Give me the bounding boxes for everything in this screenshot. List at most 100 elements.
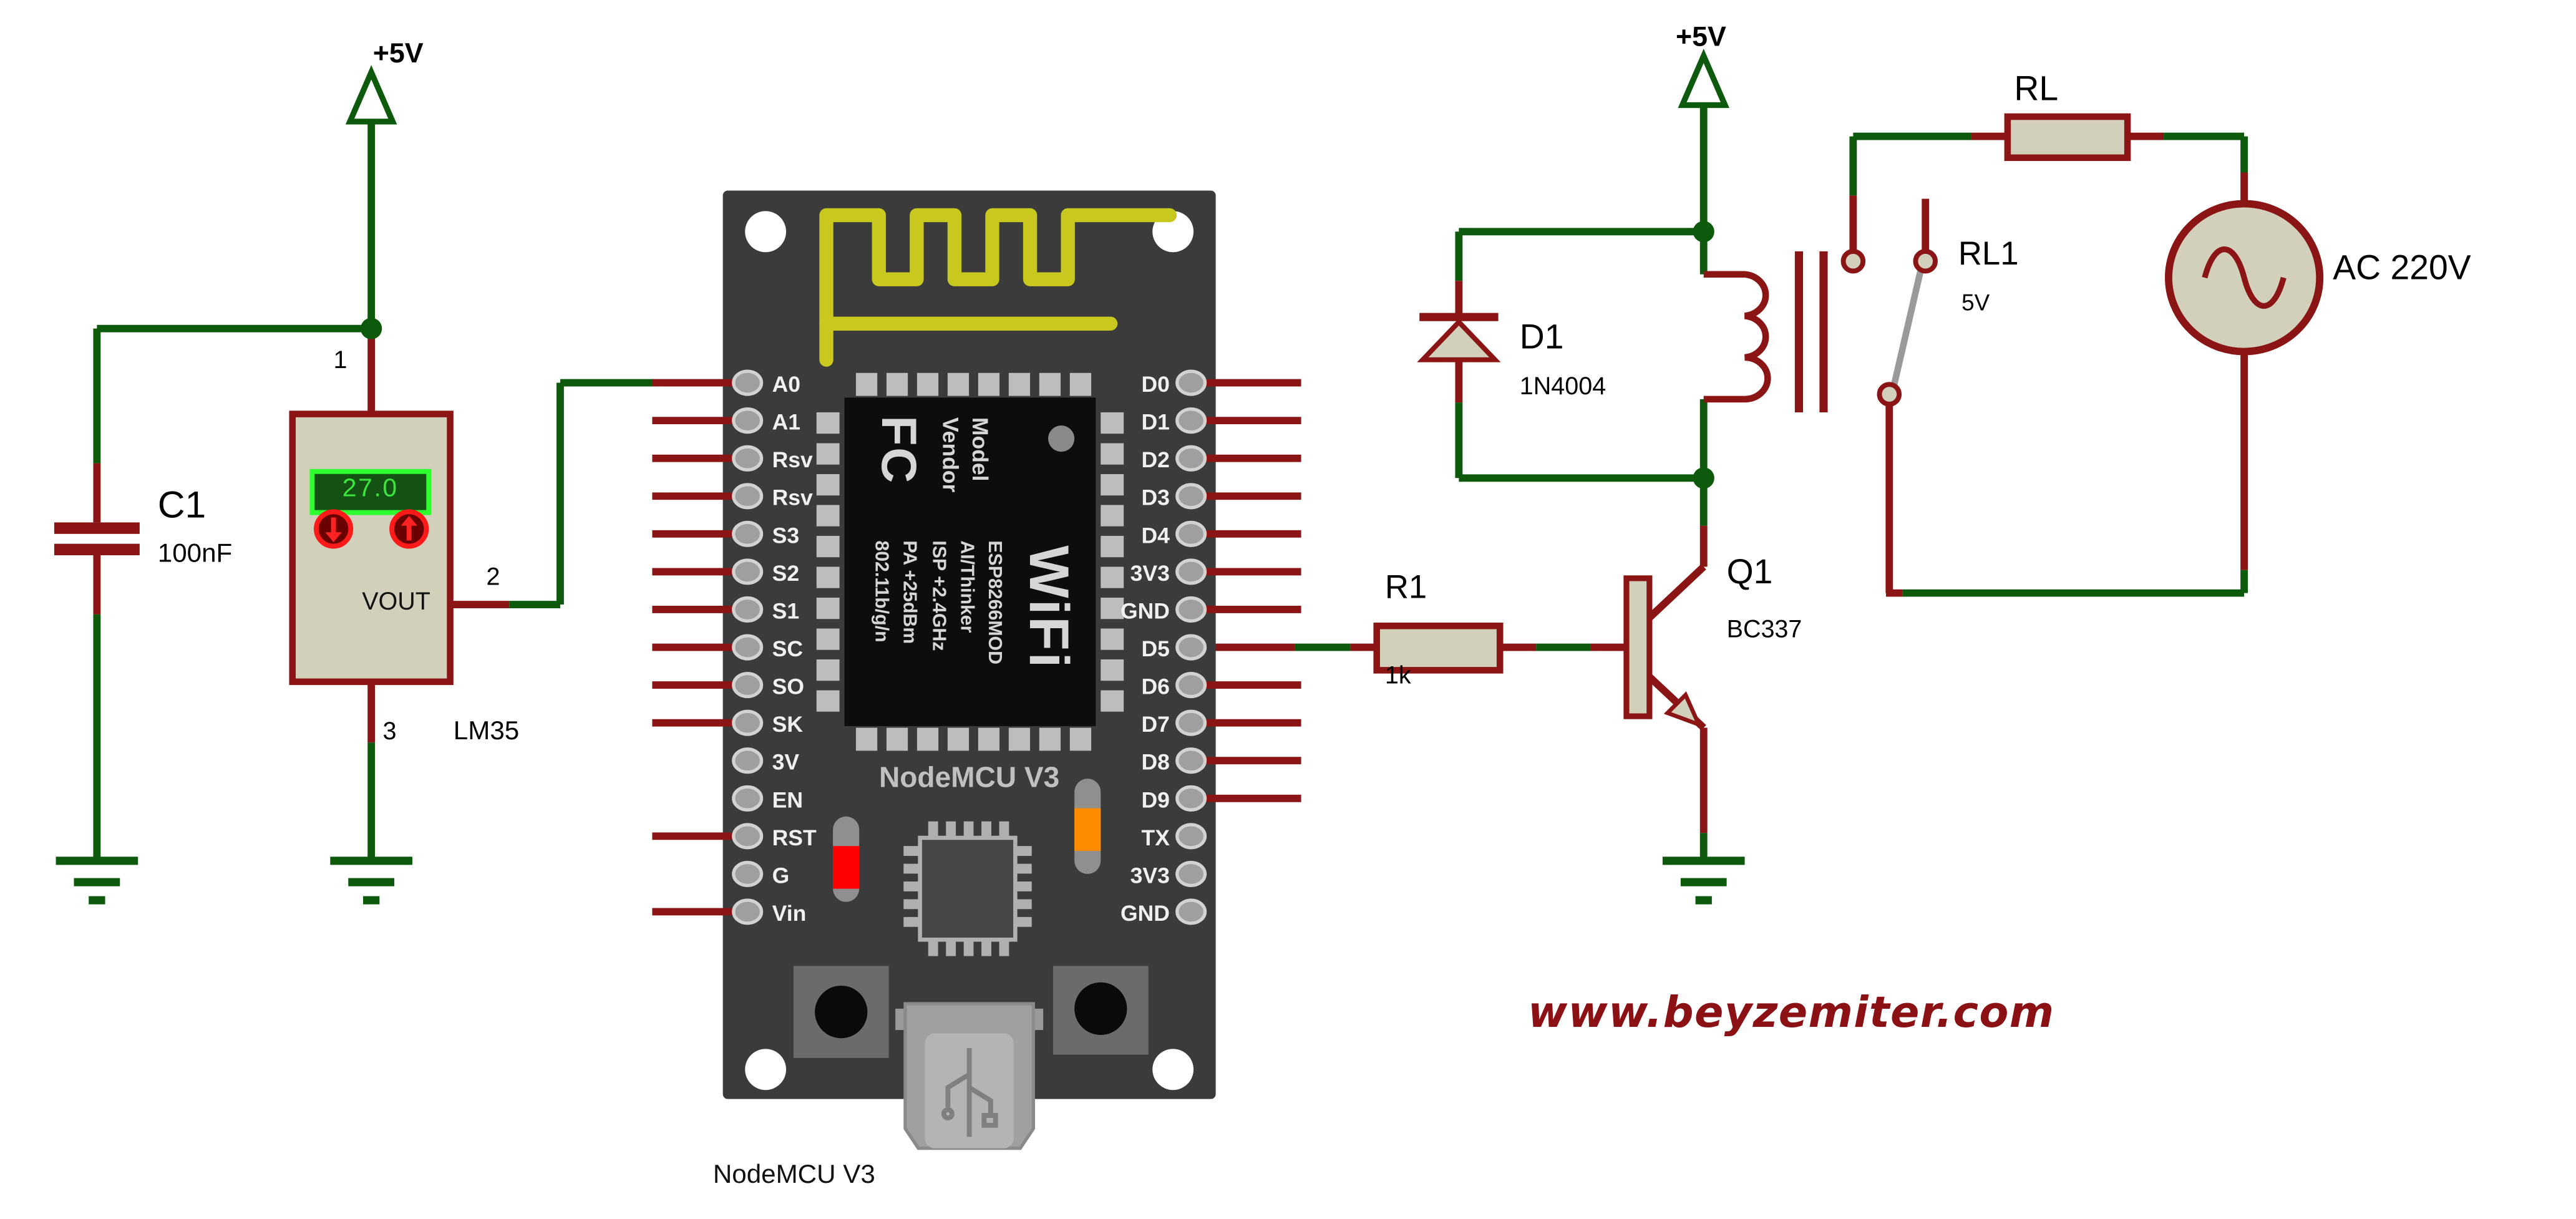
pin-label-D0: D0 bbox=[1141, 372, 1169, 397]
pin-pad[interactable] bbox=[1175, 709, 1207, 736]
qfp-pad bbox=[903, 846, 919, 856]
chip-pad bbox=[947, 727, 970, 751]
pin-pad[interactable] bbox=[732, 369, 764, 396]
chip-pad bbox=[1101, 659, 1124, 681]
chip-pad bbox=[1069, 727, 1092, 751]
pin-pad[interactable] bbox=[1175, 898, 1207, 925]
pin-pad[interactable] bbox=[1175, 672, 1207, 699]
pin-label-D7: D7 bbox=[1141, 712, 1169, 737]
qfp-pad bbox=[903, 863, 919, 874]
pin-pad[interactable] bbox=[1175, 785, 1207, 812]
ground-icon bbox=[56, 857, 139, 905]
qfp-pad bbox=[963, 821, 974, 837]
qfp-pad bbox=[946, 941, 956, 956]
relay-value: 5V bbox=[1961, 289, 1990, 316]
flash-button[interactable] bbox=[793, 966, 889, 1058]
pin-pad[interactable] bbox=[732, 445, 764, 472]
vcc-label-right: +5V bbox=[1675, 21, 1726, 53]
wifi-logo-text: WiFi bbox=[1017, 545, 1080, 669]
pin-label-D2: D2 bbox=[1141, 447, 1169, 472]
chip-pad bbox=[1101, 690, 1124, 712]
pin-pad[interactable] bbox=[732, 407, 764, 434]
pin-pad[interactable] bbox=[732, 709, 764, 736]
qfp-pad bbox=[981, 821, 991, 837]
relay-switch-arm bbox=[1891, 270, 1924, 386]
chip-field-lines: Model Vendor bbox=[938, 417, 993, 493]
reset-button[interactable] bbox=[1052, 966, 1149, 1055]
ground-icon bbox=[330, 857, 412, 905]
junction-dot bbox=[1693, 221, 1714, 243]
lm35-ref: LM35 bbox=[453, 717, 520, 746]
pin-pad[interactable] bbox=[732, 558, 764, 585]
usb-connector bbox=[895, 1002, 1044, 1150]
chip-pad bbox=[947, 372, 970, 396]
pin-pad[interactable] bbox=[1175, 483, 1207, 510]
pin-label-GND: GND bbox=[1120, 901, 1170, 926]
pin-label-SO: SO bbox=[772, 674, 804, 699]
chip-pad bbox=[816, 505, 840, 527]
mounting-hole bbox=[1152, 1049, 1194, 1090]
pin-pad[interactable] bbox=[732, 634, 764, 661]
pin-label-D5: D5 bbox=[1141, 636, 1169, 661]
transistor-ref: Q1 bbox=[1726, 553, 1773, 591]
capacitor-c1 bbox=[54, 522, 140, 556]
pin-pad[interactable] bbox=[732, 520, 764, 547]
qfp-pad bbox=[1017, 846, 1032, 856]
pin-label-Vin: Vin bbox=[772, 901, 807, 926]
pin-label-RST: RST bbox=[772, 825, 817, 850]
pin-label-G: G bbox=[772, 863, 790, 888]
pin-pad[interactable] bbox=[1175, 407, 1207, 434]
resistor-rl-body bbox=[2004, 113, 2131, 162]
qfp-pad bbox=[928, 821, 938, 837]
ground-icon bbox=[1662, 857, 1745, 905]
pin-pad[interactable] bbox=[1175, 634, 1207, 661]
qfp-pads bbox=[903, 821, 1032, 956]
qfp-pad bbox=[928, 941, 938, 956]
pin-pad[interactable] bbox=[732, 860, 764, 887]
pin-pad[interactable] bbox=[1175, 445, 1207, 472]
chip-pad bbox=[1008, 372, 1031, 396]
lm35-vout-label: VOUT bbox=[362, 588, 430, 616]
resistor-r1-body bbox=[1373, 623, 1504, 674]
pin-pad[interactable] bbox=[1175, 558, 1207, 585]
pin-pad[interactable] bbox=[732, 483, 764, 510]
load-resistor-ref: RL bbox=[2014, 70, 2059, 109]
ground-symbols bbox=[56, 857, 1745, 905]
usb-trident-icon bbox=[941, 1048, 998, 1137]
chip-pad bbox=[816, 597, 840, 619]
pin-pad[interactable] bbox=[732, 785, 764, 812]
pin-pad[interactable] bbox=[1175, 369, 1207, 396]
lm35-pin2-number: 2 bbox=[486, 563, 500, 591]
pin-pad[interactable] bbox=[732, 672, 764, 699]
pin-pad[interactable] bbox=[732, 823, 764, 850]
resistor-r1-value: 1k bbox=[1384, 662, 1411, 690]
vcc-label-left: +5V bbox=[372, 37, 424, 69]
pin-pad[interactable] bbox=[732, 747, 764, 774]
relay-contact-pin bbox=[1877, 382, 1902, 407]
pin-pad[interactable] bbox=[1175, 860, 1207, 887]
qfp-pad bbox=[903, 881, 919, 891]
pin-pad[interactable] bbox=[732, 898, 764, 925]
pin-pad[interactable] bbox=[732, 596, 764, 623]
lm35-decrease-button[interactable] bbox=[313, 509, 354, 549]
capacitor-ref: C1 bbox=[157, 483, 207, 526]
pin-pad[interactable] bbox=[1175, 596, 1207, 623]
pin-pad[interactable] bbox=[1175, 520, 1207, 547]
chip-pad bbox=[816, 535, 840, 558]
esp8266-shield bbox=[844, 397, 1096, 726]
chip-pad bbox=[978, 727, 1000, 751]
pin-pad[interactable] bbox=[1175, 747, 1207, 774]
pin-pad[interactable] bbox=[1175, 823, 1207, 850]
lm35-pin3-number: 3 bbox=[382, 717, 397, 746]
relay-rl1 bbox=[1703, 248, 1938, 412]
vcc-arrow-icon bbox=[345, 65, 397, 125]
red-led bbox=[833, 846, 860, 889]
chip-pads bbox=[816, 372, 1124, 751]
chip-pad bbox=[816, 412, 840, 434]
lm35-increase-button[interactable] bbox=[389, 509, 429, 549]
chip-pad bbox=[1101, 412, 1124, 434]
